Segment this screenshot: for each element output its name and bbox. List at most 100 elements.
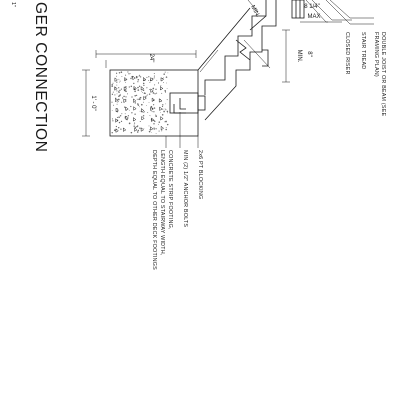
concrete-stipple (165, 103, 167, 105)
concrete-stipple (161, 114, 164, 116)
aggregate-mark (123, 86, 128, 91)
concrete-stipple (163, 73, 165, 75)
concrete-stipple (135, 75, 138, 78)
concrete-stipple (121, 113, 123, 115)
concrete-stipple (153, 123, 155, 125)
aggregate-mark (160, 77, 164, 82)
concrete-stipple (137, 81, 139, 83)
concrete-stipple (151, 132, 152, 134)
concrete-stipple (145, 96, 147, 98)
concrete-stipple (128, 122, 131, 125)
concrete-stipple (166, 110, 169, 113)
aggregate-mark (125, 115, 129, 120)
tread-min-dimension: MIN. (247, 0, 261, 19)
concrete-stipple (117, 98, 120, 101)
aggregate-mark (133, 106, 137, 111)
concrete-stipple (124, 90, 126, 92)
concrete-stipple (153, 107, 156, 109)
concrete-stipple (118, 121, 121, 124)
concrete-stipple (136, 98, 138, 100)
aggregate-mark (114, 77, 118, 82)
riser-max-word: MAX (307, 14, 320, 20)
concrete-stipple (125, 79, 127, 81)
concrete-stipple (125, 81, 127, 83)
concrete-stipple (118, 91, 120, 93)
concrete-stipple (166, 123, 169, 126)
concrete-stipple (116, 90, 118, 92)
concrete-stipple (124, 95, 125, 97)
concrete-stipple (117, 116, 118, 118)
aggregate-mark (133, 117, 137, 122)
concrete-stipple (137, 89, 140, 91)
concrete-stipple (165, 76, 168, 78)
concrete-stipple (162, 108, 164, 110)
concrete-stipple (116, 84, 118, 86)
aggregate-mark (143, 76, 147, 82)
concrete-stipple (147, 112, 149, 114)
concrete-stipple (143, 84, 145, 87)
concrete-stipple (111, 93, 114, 95)
concrete-stipple (139, 106, 140, 108)
stair-stringer (197, 0, 277, 121)
callout-pt-blocking: 2x6 PT BLOCKING (197, 150, 203, 199)
concrete-stipple (111, 132, 113, 134)
concrete-stipple (137, 98, 139, 100)
concrete-stipple (142, 92, 144, 93)
edge-min-dimension: 8" MIN. (282, 29, 312, 83)
deck-framing (249, 0, 305, 67)
concrete-stipple (134, 90, 136, 93)
concrete-stipple (117, 101, 119, 103)
concrete-stipple (162, 104, 164, 106)
concrete-stipple (146, 76, 148, 78)
concrete-stipple (134, 102, 136, 104)
concrete-stipple (113, 104, 115, 106)
concrete-stipple (124, 117, 126, 119)
concrete-stipple (120, 128, 122, 130)
callout-leaders (165, 0, 374, 148)
aggregate-mark (150, 126, 154, 131)
concrete-stipple (124, 106, 126, 108)
concrete-stipple (156, 92, 158, 94)
concrete-stipple (118, 78, 120, 80)
concrete-stipple (164, 71, 166, 73)
concrete-stipple (139, 110, 141, 112)
concrete-stipple (133, 123, 135, 125)
aggregate-mark (151, 117, 155, 122)
concrete-stipple (127, 71, 129, 73)
footing-depth-label: 1' - 0" (90, 95, 96, 110)
concrete-stipple (112, 120, 114, 122)
concrete-stipple (153, 111, 155, 113)
concrete-stipple (137, 104, 140, 106)
callout-footing-line-1: CONCRETE STRIP FOOTING, (167, 150, 173, 230)
concrete-stipple (160, 84, 162, 86)
aggregate-mark (123, 127, 127, 132)
aggregate-mark (125, 106, 129, 111)
concrete-stipple (155, 133, 157, 134)
concrete-stipple (142, 101, 144, 103)
concrete-stipple (139, 127, 141, 129)
concrete-stipple (130, 77, 132, 80)
concrete-stipple (137, 103, 139, 105)
concrete-stipple (149, 115, 151, 117)
concrete-stipple (156, 79, 158, 81)
concrete-stipple (118, 116, 120, 118)
detail-scale-fragment: 1" (10, 2, 16, 7)
aggregate-mark (114, 86, 118, 91)
aggregate-mark (133, 98, 137, 103)
detail-title: GER CONNECTION (32, 2, 49, 153)
concrete-stipple (135, 94, 138, 97)
concrete-stipple (163, 81, 165, 83)
concrete-stipple (148, 102, 150, 103)
concrete-stipple (121, 97, 124, 99)
aggregate-mark (158, 98, 163, 103)
aggregate-mark (115, 97, 119, 103)
concrete-stipple (165, 128, 167, 131)
concrete-stipple (119, 81, 121, 83)
concrete-stipple (157, 82, 160, 84)
callout-stair-tread: STAIR TREAD (360, 32, 366, 69)
concrete-stipple (131, 96, 133, 98)
concrete-stipple (161, 92, 163, 94)
aggregate-mark (141, 108, 145, 113)
concrete-stipple (133, 125, 135, 127)
